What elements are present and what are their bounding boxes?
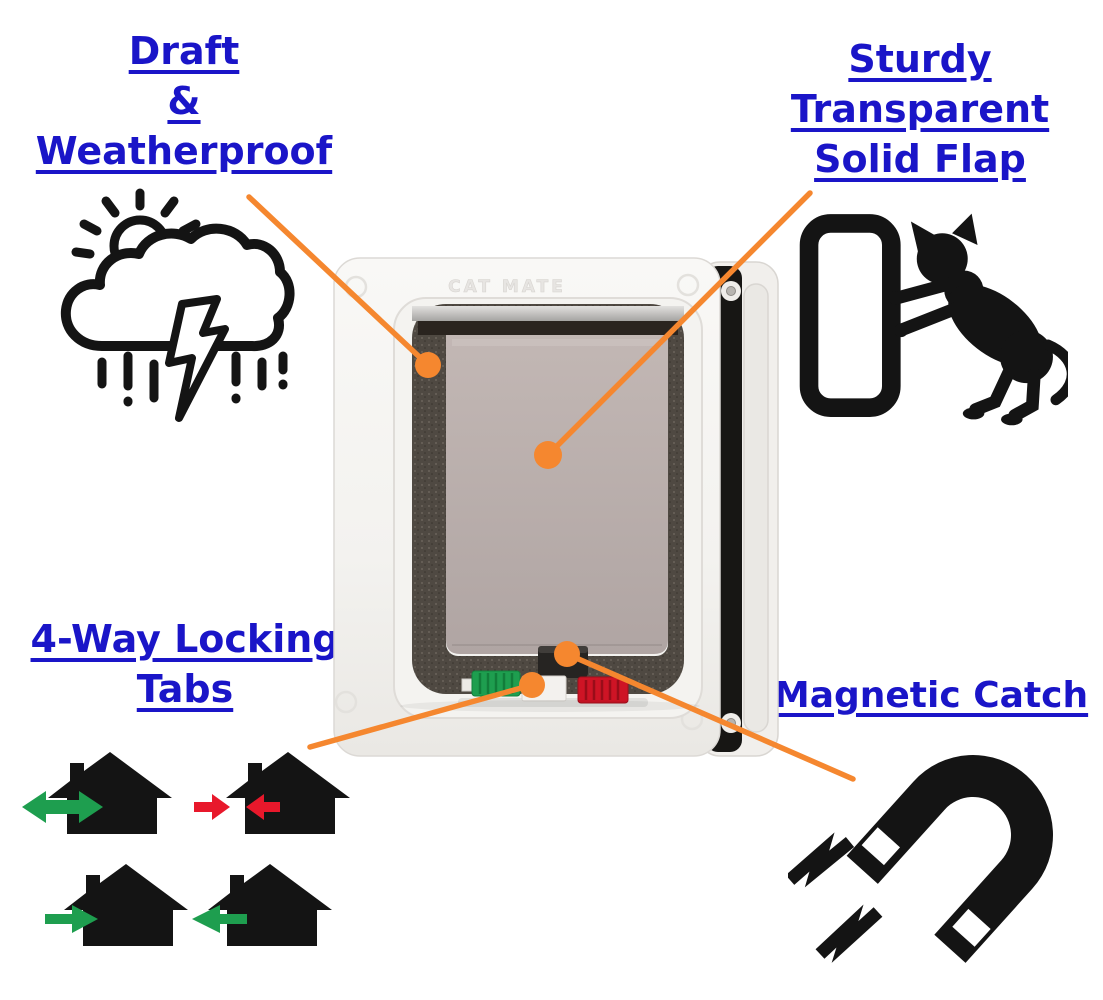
house-silhouette <box>64 864 188 946</box>
annotation-locking-tabs: 4-Way Locking Tabs <box>24 614 346 714</box>
cat-pushing-flap-icon <box>799 213 1068 426</box>
horseshoe-magnet-icon <box>788 755 1053 963</box>
hinge-strip <box>418 321 678 335</box>
house-silhouette <box>48 752 172 834</box>
lock-slider <box>521 675 567 702</box>
storm-cloud-sun-rain-icon <box>60 188 295 422</box>
arrow-green-out <box>192 905 247 933</box>
back-frame-groove <box>743 283 769 733</box>
annotation-line: Tabs <box>136 667 234 712</box>
annotation-line: Transparent <box>790 87 1050 132</box>
brand-emboss-text: CAT MATE <box>448 277 566 297</box>
sill-shadow <box>400 700 700 712</box>
arrow-red-in <box>194 794 230 820</box>
annotation-line: Weatherproof <box>35 129 333 174</box>
magnet-pole-stripe <box>952 908 991 947</box>
magnetic-catch-highlight <box>538 646 588 653</box>
arrow-double-green <box>22 791 103 823</box>
annotation-line: Sturdy <box>848 37 992 81</box>
arrow-green-in <box>45 905 98 933</box>
house-arrow-out-only-icon <box>192 864 332 946</box>
tab-connector <box>461 678 473 692</box>
house-arrow-in-and-out-icon <box>22 752 172 834</box>
annotation-magnetic-catch: Magnetic Catch <box>764 672 1098 720</box>
annotation-line: Magnetic Catch <box>773 675 1089 716</box>
house-arrows-locked-icon <box>194 752 350 834</box>
house-silhouette <box>226 752 350 834</box>
rain-drops <box>97 351 288 407</box>
magnet-pole-stripe <box>861 827 901 866</box>
hinge-rail <box>412 306 684 321</box>
house-arrow-in-only-icon <box>45 864 188 946</box>
magnetism-sparks <box>788 832 883 963</box>
house-silhouette <box>208 864 332 946</box>
weather-seal <box>412 304 684 694</box>
annotation-line: Solid Flap <box>814 137 1026 182</box>
annotation-line: Draft <box>128 29 240 73</box>
arrow-red-blocked <box>246 794 280 820</box>
annotation-line: 4-Way Locking <box>30 617 340 661</box>
cat-silhouette-icon <box>888 213 1053 426</box>
annotation-draft-weatherproof: Draft & Weatherproof <box>28 26 340 176</box>
flap-highlight <box>452 339 662 346</box>
annotation-sturdy-flap: Sturdy Transparent Solid Flap <box>762 34 1078 184</box>
annotation-line: & <box>167 79 201 124</box>
cat-flap-product-photo: CAT MATE <box>333 257 779 757</box>
magnet-body <box>846 755 1053 963</box>
cat-limbs <box>890 277 1068 422</box>
door-frame-icon <box>799 214 901 417</box>
lightning-bolt-icon <box>165 295 229 422</box>
flap-panel <box>446 335 668 654</box>
